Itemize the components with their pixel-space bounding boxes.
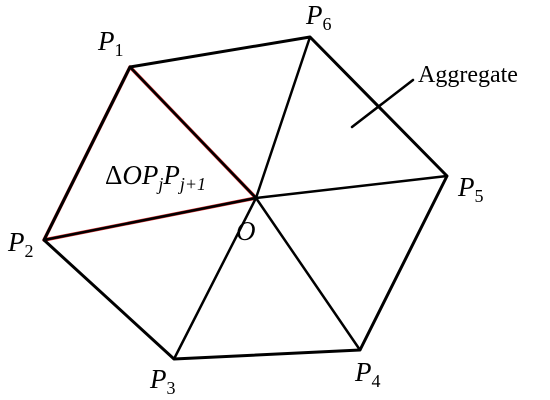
triangle-label: ΔOPjPj+1 <box>105 160 206 194</box>
vertex-label-p1: P1 <box>97 26 124 60</box>
spoke-p3 <box>172 196 258 361</box>
spoke-p1 <box>128 65 258 200</box>
vertex-label-p4: P4 <box>354 357 381 391</box>
aggregate-outline <box>42 35 449 361</box>
center-label-o: O <box>236 216 256 246</box>
spoke-p6 <box>254 35 312 200</box>
vertex-label-p6: P6 <box>305 0 332 34</box>
spoke-p5 <box>254 174 449 200</box>
vertex-label-p2: P2 <box>7 227 34 261</box>
aggregate-leader-line <box>350 78 415 129</box>
highlighted-triangle <box>42 65 258 242</box>
aggregate-label: Aggregate <box>418 62 518 88</box>
vertex-label-p3: P3 <box>149 364 176 398</box>
vertex-label-p5: P5 <box>457 172 484 206</box>
spoke-p2 <box>42 196 258 242</box>
spoke-p4 <box>254 196 362 352</box>
